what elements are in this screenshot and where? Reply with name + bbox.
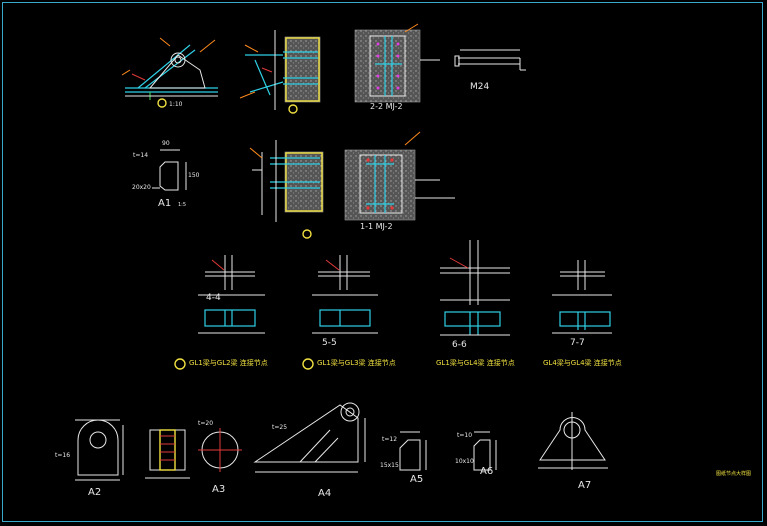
caption-5: GL1梁与GL3梁 连接节点 (317, 359, 396, 367)
a6-title: A6 (480, 466, 494, 477)
section-6-6 (440, 240, 510, 336)
detail-1b-node (249, 140, 324, 239)
section-6-6-label: 6-6 (452, 340, 467, 350)
a3-thickness: t=20 (198, 420, 214, 427)
a1-scale: 1:5 (178, 202, 187, 208)
detail-a5 (399, 431, 427, 471)
detail-a7 (538, 412, 608, 470)
detail-1-scale: 1:10 (169, 101, 183, 108)
section-5-5 (312, 255, 378, 334)
detail-1-node (121, 37, 218, 108)
section-2-2-label: 2-2 MJ-2 (370, 102, 403, 111)
a5-title: A5 (410, 474, 424, 485)
a1-title: A1 (158, 198, 172, 209)
a2-thickness: t=16 (55, 452, 71, 459)
a2-title: A2 (88, 487, 102, 498)
section-7-7-label: 7-7 (570, 338, 585, 348)
caption-6: GL1梁与GL4梁 连接节点 (436, 359, 515, 367)
a1-chamfer: 20x20 (132, 184, 151, 191)
a5-thickness: t=12 (382, 436, 398, 443)
a7-title: A7 (578, 480, 592, 491)
section-7-7 (552, 260, 612, 334)
a4-thickness: t=25 (272, 424, 288, 431)
detail-a1 (152, 149, 187, 191)
section-2-2 (354, 23, 440, 103)
caption-7: GL4梁与GL4梁 连接节点 (543, 359, 622, 367)
a5-chamfer: 15x15 (380, 462, 399, 469)
detail-a6 (473, 431, 497, 471)
detail-a3 (145, 428, 242, 479)
anchor-bolt (454, 49, 526, 71)
a6-thickness: t=10 (457, 432, 473, 439)
anchor-label: M24 (470, 82, 490, 92)
detail-a4 (253, 402, 366, 473)
a1-thickness: t=14 (133, 152, 149, 159)
a1-width: 90 (162, 140, 170, 147)
caption-4: GL1梁与GL2梁 连接节点 (189, 359, 268, 367)
detail-a2 (75, 419, 124, 481)
detail-2-node (239, 30, 321, 114)
a6-chamfer: 10x10 (455, 458, 474, 465)
section-5-5-label: 5-5 (322, 338, 337, 348)
section-1-1 (344, 131, 455, 221)
drawing-note: 图纸节点大样图 (716, 471, 752, 477)
a4-title: A4 (318, 488, 332, 499)
section-4-4-label: 4-4 (206, 293, 221, 303)
section-4-4 (198, 255, 265, 334)
a1-height: 150 (188, 172, 200, 179)
section-1-1-label: 1-1 MJ-2 (360, 222, 393, 231)
a3-title: A3 (212, 484, 226, 495)
